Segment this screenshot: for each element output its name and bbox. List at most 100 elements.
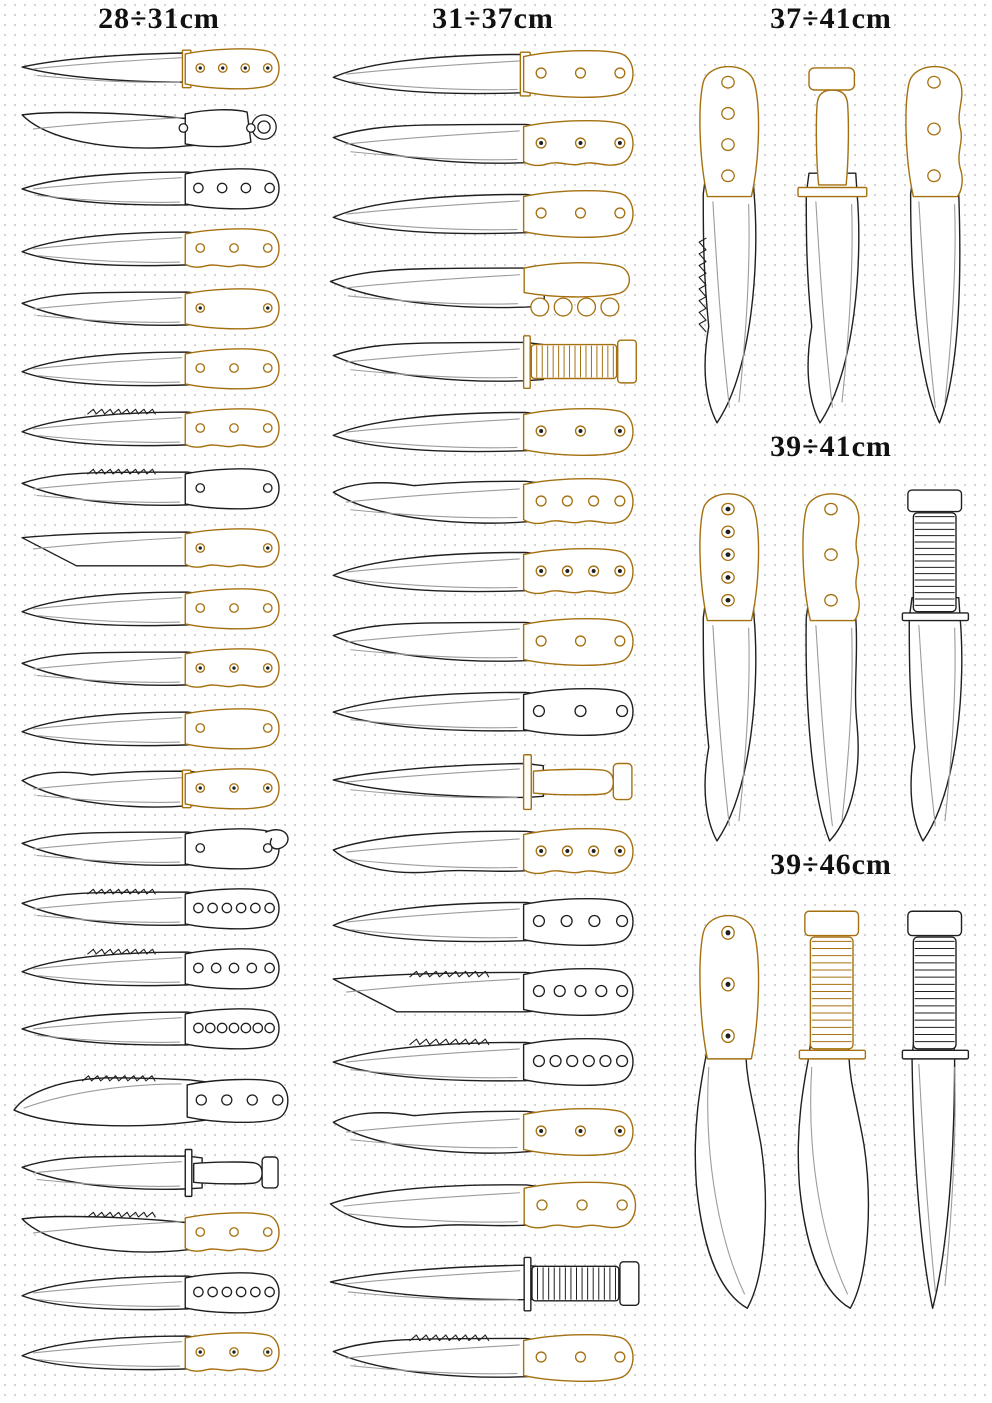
size-section-39-41: 39÷41cm	[678, 428, 984, 846]
knife-group-39-46	[678, 884, 984, 1314]
knife-column-2	[326, 38, 660, 1392]
knife-drawing-skeleton-utility	[8, 1262, 310, 1322]
knife-drawing-broad-drop-point	[326, 178, 660, 248]
knife-bowie-large	[326, 1096, 660, 1166]
knife-slim-machete	[8, 38, 310, 98]
knife-drawing-deep-belly-hunter	[8, 698, 310, 758]
column-right: 37÷41cm 39÷41cm 39÷46cm	[678, 0, 984, 1314]
knife-drawing-folder-style-drop-point	[8, 398, 310, 458]
knife-spear-skeleton	[8, 998, 310, 1058]
knife-recurve-fighter	[787, 466, 875, 846]
knife-drawing-tanto-fighter	[8, 518, 310, 578]
knife-utility-drop-point	[8, 578, 310, 638]
knife-drawing-combat-machete	[326, 1244, 660, 1322]
knife-drawing-serrated-skinner	[8, 1202, 310, 1262]
size-section-37-41: 37÷41cm	[678, 0, 984, 428]
knife-clip-point-camp	[326, 108, 660, 178]
knife-clip-point-hunter	[8, 278, 310, 338]
knife-drawing-bowie-washer-handle	[8, 758, 310, 818]
knife-hook-pommel-fighter	[8, 818, 310, 878]
knife-stacked-leather-fighter	[326, 326, 660, 396]
knife-bowie-washer-handle	[8, 758, 310, 818]
knife-combat-machete	[326, 1244, 660, 1322]
knife-tactical-skeleton	[8, 938, 310, 998]
knife-spear-skeleton-large	[326, 676, 660, 746]
knife-upswept-skinner-ring-pommel	[8, 98, 310, 158]
knife-drawing-spear-skeleton-large	[326, 676, 660, 746]
knife-drawing-groove-handle-drop	[326, 536, 660, 606]
knife-tanto-fighter	[8, 518, 310, 578]
size-header-28-31: 28÷31cm	[98, 2, 220, 35]
knife-drawing-serrated-tanto-large	[326, 956, 660, 1026]
knife-drawing-recurve-bowie	[326, 466, 660, 536]
knife-serrated-spear-large	[326, 1026, 660, 1096]
knife-drawing-slim-clip-point	[8, 458, 310, 518]
knife-drawing-spear-skeleton	[8, 998, 310, 1058]
column-31-37cm: 31÷37cm	[326, 0, 660, 1392]
knife-drawing-edc-drop-point	[8, 1322, 310, 1382]
knife-drawing-serrated-spear-large	[326, 1026, 660, 1096]
knife-spear-point-skeleton	[8, 158, 310, 218]
knife-drawing-camp-knife	[8, 338, 310, 398]
knife-clip-point-field	[326, 606, 660, 676]
knife-drawing-clip-point-hunter	[8, 278, 310, 338]
size-header-39-46: 39÷46cm	[770, 848, 892, 881]
knife-slim-clip-point	[8, 458, 310, 518]
knife-recurve-camp	[326, 816, 660, 886]
knife-drawing-tactical-skeleton	[8, 938, 310, 998]
knife-guarded-bowie	[787, 38, 875, 428]
knife-drawing-trench-knuckle-knife	[326, 248, 660, 326]
knife-heavy-chopper	[8, 1058, 310, 1142]
knife-serrated-tanto-large	[326, 956, 660, 1026]
knife-clip-point-skinner	[8, 638, 310, 698]
knife-drawing-clip-point-skinner	[8, 638, 310, 698]
knife-camp-knife	[8, 338, 310, 398]
knife-group-39-41	[678, 466, 984, 846]
knife-drawing-drop-point-hunter	[8, 218, 310, 278]
size-header-37-41: 37÷41cm	[770, 2, 892, 35]
knife-drawing-guard-dagger	[8, 1142, 310, 1202]
knife-wide-recurve-bowie	[326, 1166, 660, 1244]
knife-trench-knuckle-knife	[326, 248, 660, 326]
knife-drop-point-large	[890, 38, 978, 428]
knife-drawing-field-drop-point	[326, 38, 660, 108]
knife-broad-drop-point	[326, 178, 660, 248]
knife-drawing-serrated-tactical-skeleton	[8, 878, 310, 938]
knife-drawing-skeleton-drop-large	[326, 886, 660, 956]
knife-recurve-bowie	[326, 466, 660, 536]
column-28-31cm: 28÷31cm	[8, 0, 310, 1382]
knife-group-37-41	[678, 38, 984, 428]
knife-column-1	[8, 38, 310, 1382]
knife-drop-point-hunter	[8, 218, 310, 278]
knife-folder-style-drop-point	[8, 398, 310, 458]
knife-guard-dagger	[8, 1142, 310, 1202]
knife-drawing-survival-drop-point	[326, 396, 660, 466]
knife-edc-drop-point	[8, 1322, 310, 1382]
knife-serrated-bowie	[684, 38, 772, 428]
knife-drawing-recurve-camp	[326, 816, 660, 886]
knife-survival-drop-point	[326, 396, 660, 466]
knife-drawing-upswept-skinner-ring-pommel	[8, 98, 310, 158]
knife-drawing-slim-machete	[8, 38, 310, 98]
knife-drawing-clip-point-camp	[326, 108, 660, 178]
knife-skeleton-drop-large	[326, 886, 660, 956]
knife-kukri-banded	[787, 884, 875, 1314]
knife-drawing-heavy-chopper	[8, 1058, 310, 1142]
knife-drawing-hook-pommel-fighter	[8, 818, 310, 878]
knife-drawing-serrated-clip-large	[326, 1322, 660, 1392]
knife-drawing-stacked-leather-fighter	[326, 326, 660, 396]
size-header-39-41: 39÷41cm	[770, 430, 892, 463]
knife-drawing-spear-point-skeleton	[8, 158, 310, 218]
knife-classic-bowie	[890, 466, 978, 846]
knife-groove-handle-drop	[326, 536, 660, 606]
knife-drawing-wide-recurve-bowie	[326, 1166, 660, 1244]
knife-skeleton-utility	[8, 1262, 310, 1322]
knife-drawing-bowie-large	[326, 1096, 660, 1166]
knife-short-sword	[326, 746, 660, 816]
knife-serrated-tactical-skeleton	[8, 878, 310, 938]
size-header-31-37: 31÷37cm	[432, 2, 554, 35]
knife-drawing-clip-point-field	[326, 606, 660, 676]
size-section-39-46: 39÷46cm	[678, 846, 984, 1314]
knife-deep-belly-hunter	[8, 698, 310, 758]
knife-drawing-utility-drop-point	[8, 578, 310, 638]
